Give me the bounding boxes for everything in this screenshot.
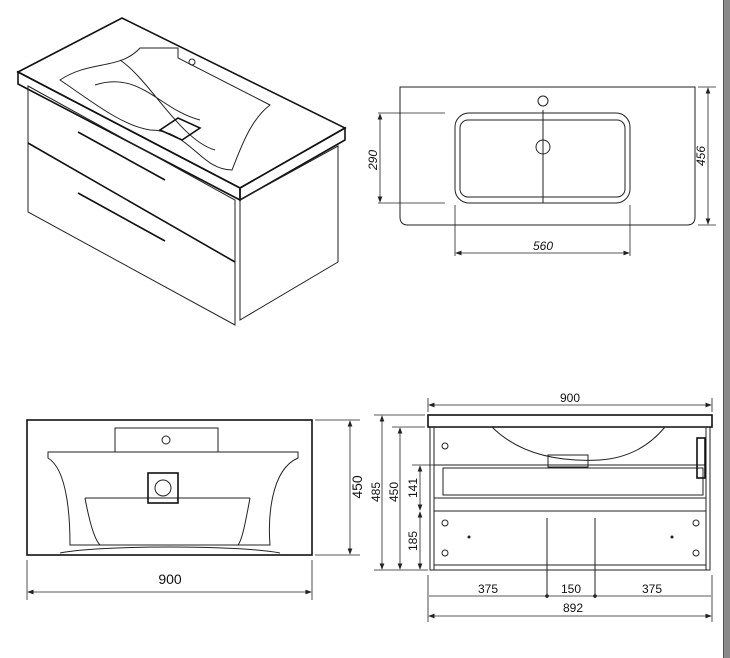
countertop-outline bbox=[399, 86, 696, 226]
dim-290: 290 bbox=[366, 150, 380, 171]
cabinet bbox=[429, 426, 711, 571]
dim-141: 141 bbox=[406, 478, 420, 498]
basin-section bbox=[491, 426, 666, 461]
upper-drawer-handle bbox=[77, 131, 166, 181]
basin-curves bbox=[94, 59, 216, 151]
cabinet-front bbox=[27, 85, 236, 326]
countertop-top bbox=[16, 17, 347, 189]
tap-hole-icon bbox=[188, 58, 196, 66]
dim-450-front: 450 bbox=[349, 475, 365, 499]
tap-hole-icon bbox=[537, 95, 549, 107]
dim-450-section: 450 bbox=[387, 482, 401, 502]
drain-icon bbox=[158, 117, 202, 141]
countertop-front bbox=[17, 70, 241, 202]
dim-150: 150 bbox=[561, 582, 581, 596]
dim-900-front: 900 bbox=[158, 571, 182, 587]
countertop-side bbox=[239, 126, 346, 202]
dim-375-left: 375 bbox=[478, 582, 498, 596]
dim-560: 560 bbox=[533, 239, 553, 253]
right-edge-bar bbox=[723, 0, 730, 658]
isometric-view bbox=[16, 17, 347, 326]
dim-900-section: 900 bbox=[560, 391, 580, 405]
cabinet-side bbox=[239, 145, 339, 321]
section-view: 900 485 450 141 185 375 150 375 892 bbox=[369, 391, 713, 622]
dim-456: 456 bbox=[694, 146, 708, 166]
countertop-outline bbox=[26, 419, 313, 556]
top-view: 560 290 456 bbox=[366, 86, 716, 256]
drawer-divider bbox=[27, 142, 236, 263]
upper-drawer bbox=[442, 467, 704, 496]
countertop bbox=[427, 414, 713, 428]
backsplash bbox=[114, 427, 219, 453]
dim-375-right: 375 bbox=[642, 582, 662, 596]
lower-drawer-handle bbox=[77, 192, 166, 242]
basin-outline bbox=[59, 47, 271, 171]
dim-185: 185 bbox=[406, 531, 420, 551]
front-view: 900 450 bbox=[26, 419, 365, 600]
wall-bracket bbox=[696, 437, 706, 479]
tap-hole-icon bbox=[161, 435, 171, 445]
dim-485: 485 bbox=[369, 482, 383, 502]
basin-outline bbox=[47, 451, 299, 546]
drain-icon bbox=[147, 472, 179, 504]
drain-icon bbox=[535, 139, 551, 155]
dim-892: 892 bbox=[563, 601, 583, 615]
